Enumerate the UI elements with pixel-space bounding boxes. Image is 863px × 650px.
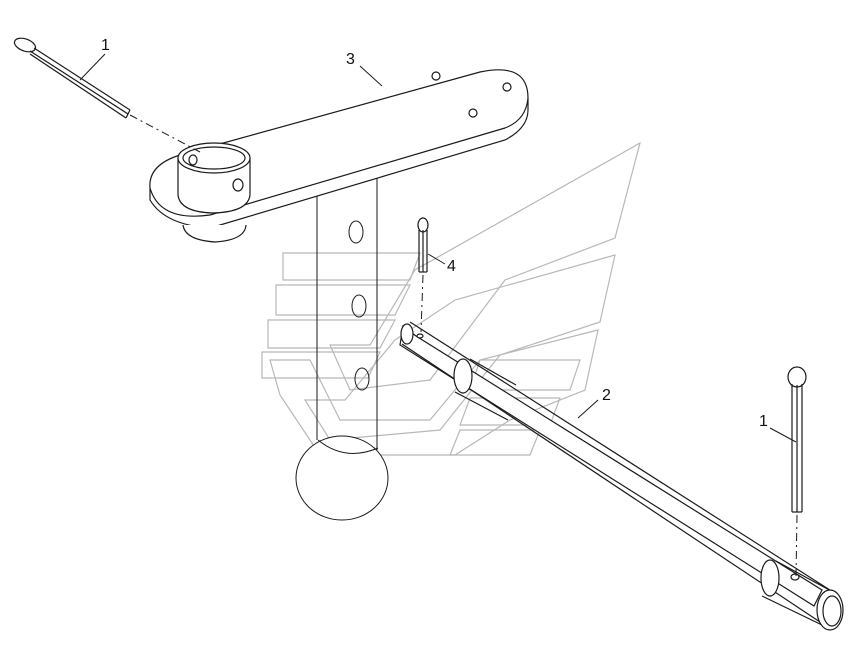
leader-dash-small (420, 274, 424, 333)
callout-label-small-cotter-pin: 4 (447, 258, 456, 275)
shaft (399, 321, 844, 631)
callout-leaders (79, 53, 797, 443)
cotter-pin-right (787, 366, 807, 513)
leader-dash-right (795, 514, 798, 577)
callout-label-cotter-pin-top: 1 (101, 37, 110, 54)
callout-label-shaft: 2 (602, 387, 611, 404)
lever-plate (149, 69, 529, 243)
leader-dash-top (129, 114, 201, 153)
vertical-post (295, 170, 389, 521)
callout-label-cotter-pin-right: 1 (759, 413, 768, 430)
cotter-pin-small (417, 217, 429, 273)
cotter-pin-top (13, 37, 131, 119)
callout-label-lever-plate: 3 (346, 51, 355, 68)
